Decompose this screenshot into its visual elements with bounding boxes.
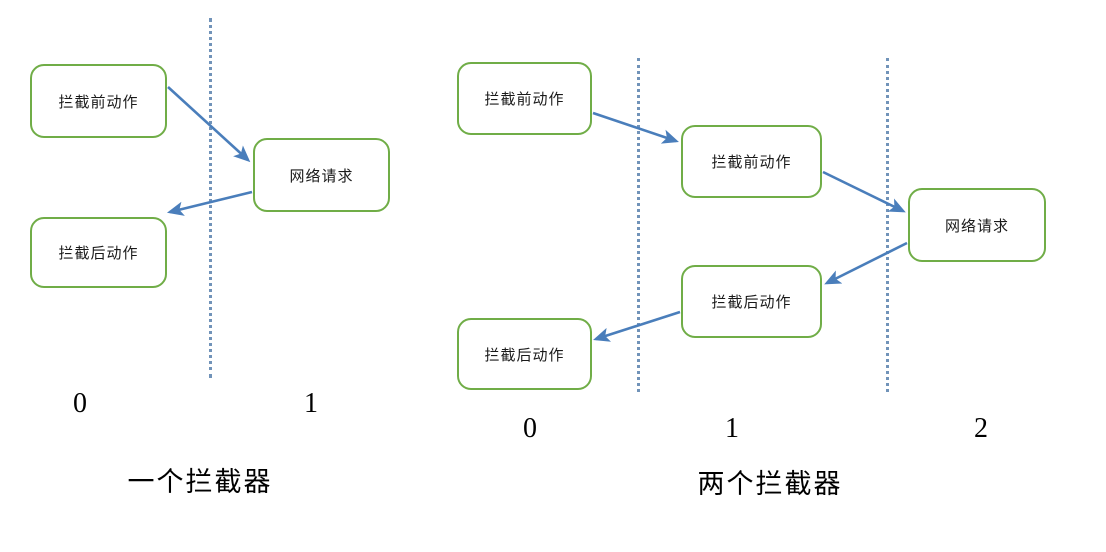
node-label: 拦截后动作 [711,293,792,311]
node-post-action-outer-right[interactable]: 拦截后动作 [457,318,592,390]
node-label: 拦截前动作 [711,153,792,171]
node-label: 拦截前动作 [58,92,139,111]
arrow-network-to-post1-right [824,241,908,285]
node-post-action-left[interactable]: 拦截后动作 [30,217,167,288]
node-network-request-right[interactable]: 网络请求 [908,188,1046,262]
axis-label-right-1: 1 [725,413,739,444]
node-label: 网络请求 [944,216,1009,235]
node-label: 拦截后动作 [58,244,139,262]
lane-divider-left-1 [209,18,212,378]
node-pre-action-inner-right[interactable]: 拦截前动作 [681,125,822,198]
arrow-pre0-to-pre1-right [592,111,679,144]
caption-one-interceptor: 一个拦截器 [127,467,273,498]
node-label: 拦截前动作 [484,90,565,108]
arrow-pre1-to-network-right [822,170,906,213]
node-network-request-left[interactable]: 网络请求 [253,138,390,212]
node-post-action-inner-right[interactable]: 拦截后动作 [681,265,822,338]
node-pre-action-outer-right[interactable]: 拦截前动作 [457,62,592,135]
caption-two-interceptors: 两个拦截器 [697,469,843,500]
axis-label-left-0: 0 [73,388,87,419]
arrow-pre-to-network-left [167,86,251,163]
axis-label-right-0: 0 [523,413,537,444]
axis-label-right-2: 2 [974,413,988,444]
node-label: 拦截后动作 [484,345,565,364]
node-pre-action-left[interactable]: 拦截前动作 [30,64,167,138]
lane-divider-right-1 [637,58,640,392]
lane-divider-right-2 [886,58,889,392]
node-label: 网络请求 [289,166,354,185]
axis-label-left-1: 1 [304,388,318,419]
